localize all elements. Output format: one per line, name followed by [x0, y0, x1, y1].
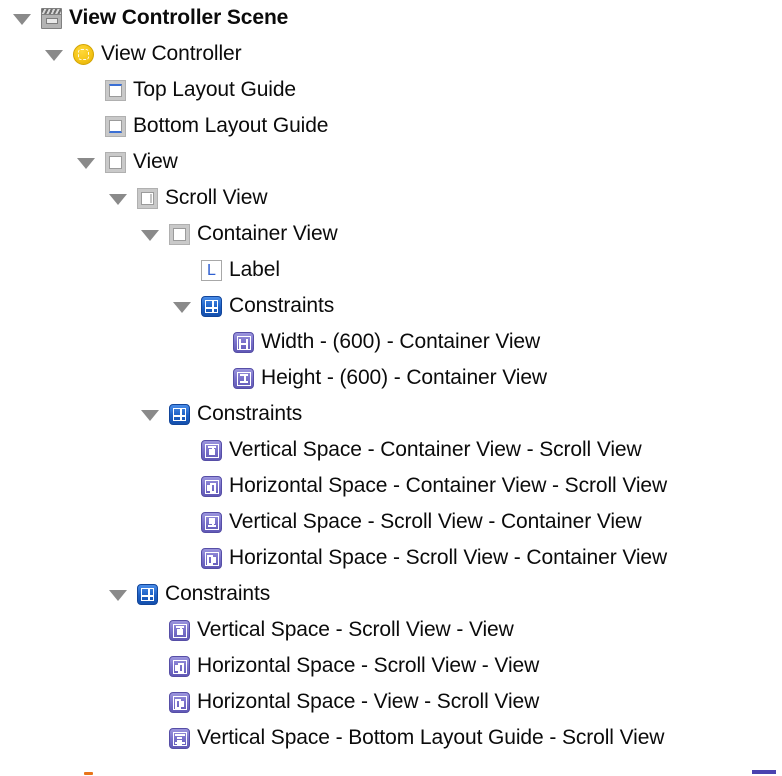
- disclosure-triangle-constraints-view[interactable]: [109, 590, 127, 601]
- constraints-group-icon: [137, 584, 158, 605]
- outline-row-label: View Controller Scene: [69, 6, 289, 29]
- outline-row-vspace-scroll-view[interactable]: Vertical Space - Scroll View - View: [0, 612, 782, 648]
- outline-row-view-controller[interactable]: View Controller: [0, 36, 782, 72]
- outline-row-view[interactable]: View: [0, 144, 782, 180]
- outline-row-label: Horizontal Space - Scroll View - View: [197, 654, 540, 677]
- outline-row-hspace-view-scroll[interactable]: Horizontal Space - View - Scroll View: [0, 684, 782, 720]
- outline-row-label: Width - (600) - Container View: [261, 330, 541, 353]
- outline-row-hspace-scroll-view[interactable]: Horizontal Space - Scroll View - View: [0, 648, 782, 684]
- outline-row-container-view[interactable]: Container View: [0, 216, 782, 252]
- constraint-horizontal-space-b-icon: [169, 692, 190, 713]
- scene-icon: [41, 8, 62, 29]
- constraints-group-icon: [169, 404, 190, 425]
- disclosure-triangle-constraints-scroll-view[interactable]: [141, 410, 159, 421]
- disclosure-triangle-view-controller-scene[interactable]: [13, 14, 31, 25]
- constraint-guide-icon: [169, 728, 190, 749]
- disclosure-triangle-view-controller[interactable]: [45, 50, 63, 61]
- outline-row-constraints-view[interactable]: Constraints: [0, 576, 782, 612]
- view-controller-icon: [73, 44, 94, 65]
- disclosure-triangle-view[interactable]: [77, 158, 95, 169]
- outline-row-label: Horizontal Space - View - Scroll View: [197, 690, 540, 713]
- constraint-width-icon: [233, 332, 254, 353]
- clipped-row-orange-icon: [84, 772, 93, 775]
- top-layout-guide-icon: [105, 80, 126, 101]
- outline-row-hspace-container-scroll[interactable]: Horizontal Space - Container View - Scro…: [0, 468, 782, 504]
- outline-row-vspace-bottom-guide-scroll[interactable]: Vertical Space - Bottom Layout Guide - S…: [0, 720, 782, 756]
- outline-row-label: View Controller: [101, 42, 242, 65]
- outline-row-label: View: [133, 150, 178, 173]
- bottom-layout-guide-icon: [105, 116, 126, 137]
- constraint-horizontal-space-a-icon: [201, 476, 222, 497]
- outline-row-label: Height - (600) - Container View: [261, 366, 547, 389]
- disclosure-triangle-scroll-view[interactable]: [109, 194, 127, 205]
- outline-row-vspace-scroll-container[interactable]: Vertical Space - Scroll View - Container…: [0, 504, 782, 540]
- outline-row-label: Container View: [197, 222, 338, 245]
- outline-row-bottom-layout-guide[interactable]: Bottom Layout Guide: [0, 108, 782, 144]
- outline-row-label: Constraints: [229, 294, 335, 317]
- container-view-icon: [169, 224, 190, 245]
- outline-row-label: Bottom Layout Guide: [133, 114, 329, 137]
- outline-row-label: Constraints: [165, 582, 271, 605]
- constraints-group-icon: [201, 296, 222, 317]
- constraint-height-icon: [233, 368, 254, 389]
- outline-row-label[interactable]: L Label: [0, 252, 782, 288]
- label-icon: L: [201, 260, 222, 281]
- outline-row-width-600-container-view[interactable]: Width - (600) - Container View: [0, 324, 782, 360]
- clipped-next-row[interactable]: [0, 770, 782, 776]
- outline-row-label: Vertical Space - Container View - Scroll…: [229, 438, 642, 461]
- view-icon: [105, 152, 126, 173]
- outline-row-label: Horizontal Space - Container View - Scro…: [229, 474, 668, 497]
- outline-row-label: Vertical Space - Scroll View - View: [197, 618, 514, 641]
- outline-row-hspace-scroll-container[interactable]: Horizontal Space - Scroll View - Contain…: [0, 540, 782, 576]
- outline-row-label: Scroll View: [165, 186, 268, 209]
- constraint-vertical-space-b-icon: [201, 512, 222, 533]
- constraint-horizontal-space-a-icon: [169, 656, 190, 677]
- outline-row-label: Constraints: [197, 402, 303, 425]
- outline-row-label: Horizontal Space - Scroll View - Contain…: [229, 546, 668, 569]
- outline-row-label: Vertical Space - Bottom Layout Guide - S…: [197, 726, 665, 749]
- disclosure-triangle-container-view[interactable]: [141, 230, 159, 241]
- outline-row-top-layout-guide[interactable]: Top Layout Guide: [0, 72, 782, 108]
- disclosure-triangle-constraints-container[interactable]: [173, 302, 191, 313]
- constraint-vertical-space-a-icon: [169, 620, 190, 641]
- outline-row-label: Top Layout Guide: [133, 78, 297, 101]
- outline-row-label: Label: [229, 258, 280, 281]
- clipped-row-blue-icon: [752, 770, 776, 774]
- outline-row-constraints-scroll-view[interactable]: Constraints: [0, 396, 782, 432]
- outline-row-vspace-container-scroll[interactable]: Vertical Space - Container View - Scroll…: [0, 432, 782, 468]
- outline-row-label: Vertical Space - Scroll View - Container…: [229, 510, 642, 533]
- outline-row-scroll-view[interactable]: Scroll View: [0, 180, 782, 216]
- outline-row-height-600-container-view[interactable]: Height - (600) - Container View: [0, 360, 782, 396]
- constraint-horizontal-space-b-icon: [201, 548, 222, 569]
- outline-row-constraints-container[interactable]: Constraints: [0, 288, 782, 324]
- scroll-view-icon: [137, 188, 158, 209]
- outline-row-view-controller-scene[interactable]: View Controller Scene: [0, 0, 782, 36]
- constraint-vertical-space-a-icon: [201, 440, 222, 461]
